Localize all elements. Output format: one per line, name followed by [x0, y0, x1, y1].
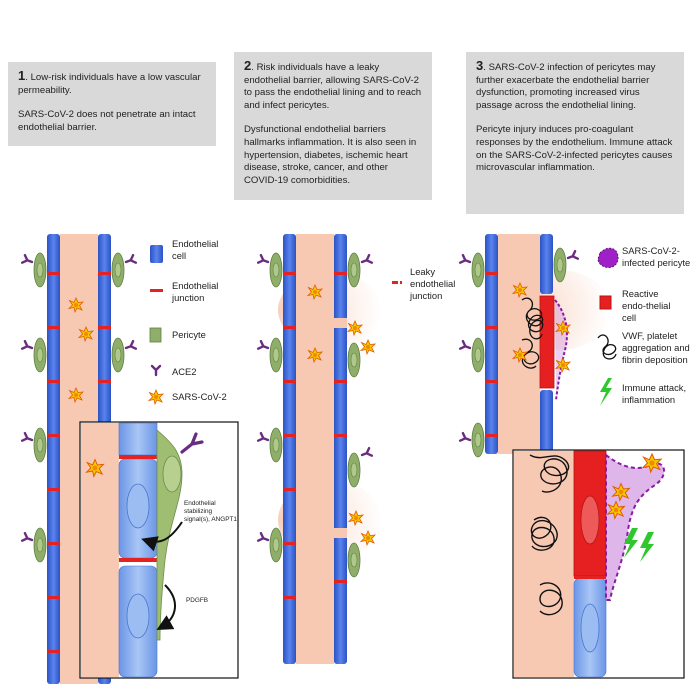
- legend-3-icons: [597, 247, 619, 406]
- panel-3-text: SARS-CoV-2 infection of pericytes may fu…: [476, 62, 656, 111]
- legend-reactive-endothelial-cell: Reactive endo-thelial cell: [622, 288, 671, 323]
- legend-sars-cov-2: SARS-CoV-2: [172, 391, 227, 402]
- panel-2-paragraph-1: 2. Risk individuals have a leaky endothe…: [244, 58, 422, 111]
- inset-label-stabilizing-signal: Endothelial stabilizing signal(s), ANGPT…: [184, 500, 237, 523]
- panel-1-text: Low-risk individuals have a low vascular…: [18, 72, 201, 96]
- legend-pericyte: Pericyte: [172, 329, 206, 340]
- legend-immune-attack: Immune attack, inflammation: [622, 382, 687, 405]
- inset-panel-3: [512, 449, 685, 679]
- panel-1-text-box: 1. Low-risk individuals have a low vascu…: [8, 62, 216, 146]
- inset-panel-1: [79, 421, 239, 679]
- panel-3-paragraph-2: Pericyte injury induces pro-coagulant re…: [476, 124, 673, 174]
- panel-1-number: 1: [18, 68, 26, 83]
- panel-2-text-box: 2. Risk individuals have a leaky endothe…: [234, 52, 432, 200]
- legend-leaky-junction: Leaky endothelial junction: [410, 266, 456, 301]
- panel-2-paragraph-2: Dysfunctional endothelial barriers hallm…: [244, 124, 417, 186]
- legend-endothelial-junction: Endothelial junction: [172, 280, 219, 303]
- legend-endothelial-cell: Endothelial cell: [172, 238, 219, 261]
- panel-2-number: 2: [244, 58, 252, 73]
- vessel-panel-2: [256, 234, 382, 664]
- legend-infected-pericyte: SARS-CoV-2-infected pericyte: [622, 245, 691, 268]
- panel-2-text: Risk individuals have a leaky endothelia…: [244, 62, 422, 111]
- panel-3-number: 3: [476, 58, 484, 73]
- panel-3-paragraph-1: 3. SARS-CoV-2 infection of pericytes may…: [476, 58, 656, 111]
- legend-ace2: ACE2: [172, 366, 197, 377]
- legend-1-icons: [148, 245, 164, 405]
- panel-1-paragraph-2: SARS-CoV-2 does not penetrate an intact …: [18, 109, 196, 133]
- legend-vwf-platelet: VWF, platelet aggregation and fibrin dep…: [622, 330, 690, 365]
- panel-3-text-box: 3. SARS-CoV-2 infection of pericytes may…: [466, 52, 684, 214]
- legend-2-icon: [392, 281, 402, 284]
- vessel-panel-3: [458, 234, 610, 458]
- panel-1-paragraph-1: 1. Low-risk individuals have a low vascu…: [18, 68, 201, 96]
- inset-label-pdgfb: PDGFB: [186, 597, 209, 604]
